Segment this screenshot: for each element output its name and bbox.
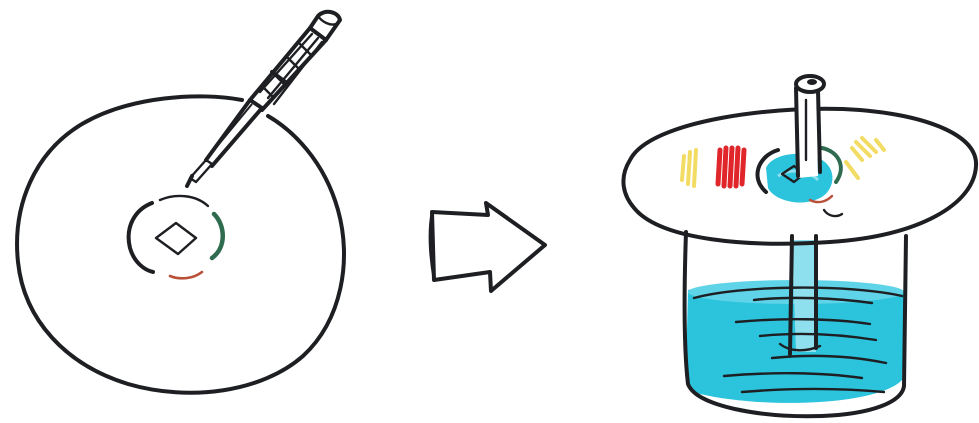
tint-red [718,148,744,186]
hub-ring-green [212,214,223,258]
right-arrow-icon [430,203,545,291]
rod-upper [796,76,824,178]
left-panel [17,12,344,393]
disc-left [17,96,344,392]
right-panel [623,76,976,416]
pipette [187,12,340,186]
hub-ring-dark [129,203,153,272]
hub-ring-red [170,272,202,278]
disc-hub-left [129,196,223,278]
tint-yellow-right [846,138,884,178]
beaker-water [686,240,905,403]
hub-square-hole [156,223,196,254]
tint-yellow-left [682,150,696,186]
